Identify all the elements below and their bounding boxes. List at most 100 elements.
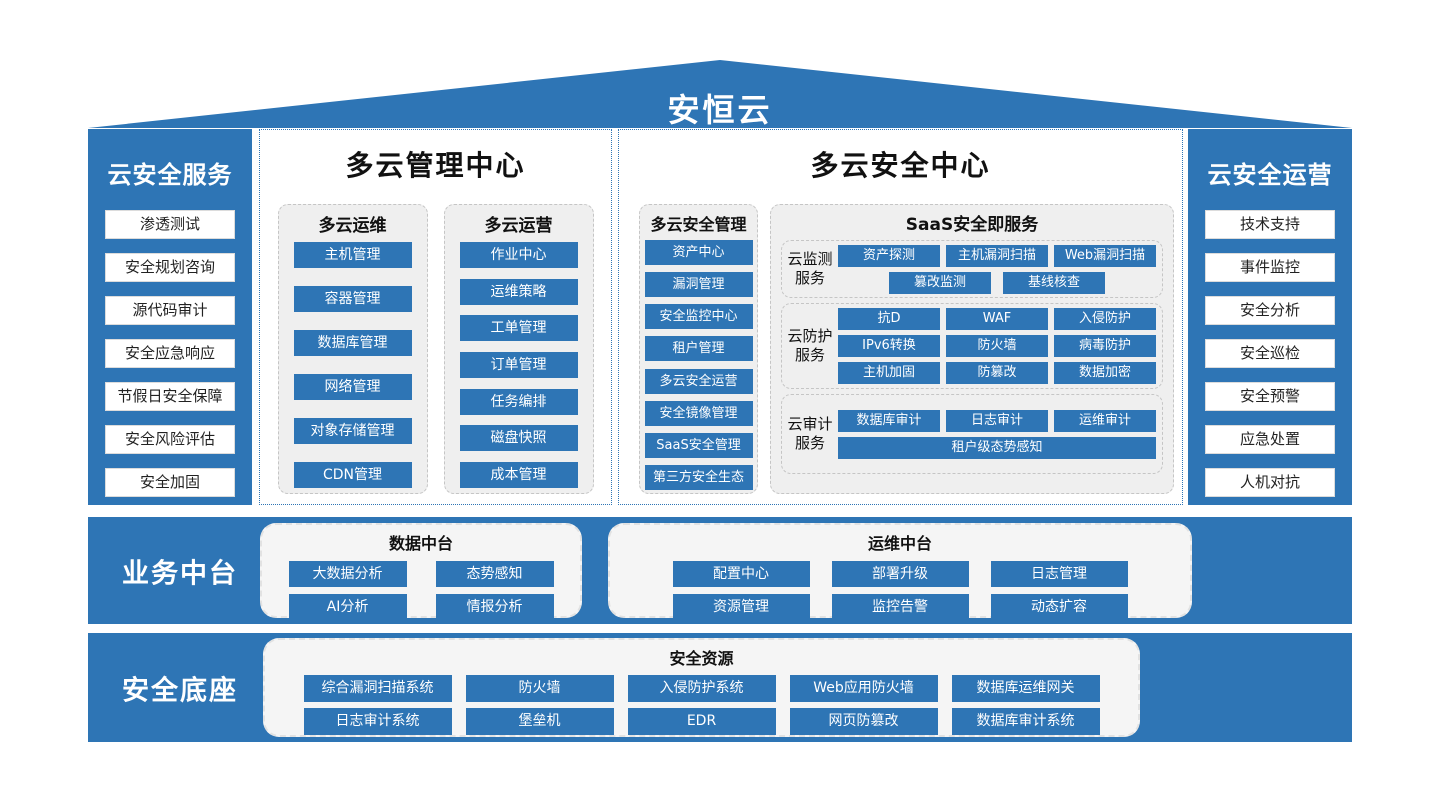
group-label-line: 云监测 (787, 249, 833, 268)
multicloud-operation-panel: 多云运营 作业中心 运维策略 工单管理 订单管理 任务编排 磁盘快照 成本管理 (443, 204, 594, 494)
service-item: 安全预警 (1205, 382, 1335, 411)
module-item: SaaS安全管理 (644, 432, 753, 458)
right-pillar-cloud-security-operation: 云安全运营 技术支持 事件监控 安全分析 安全巡检 安全预警 应急处置 人机对抗 (1188, 129, 1352, 505)
panel-title: 运维中台 (867, 534, 932, 553)
module-item: 篡改监测 (889, 271, 991, 294)
group-label: 云监测 服务 (782, 250, 838, 289)
multicloud-management-center: 多云管理中心 多云运维 主机管理 容器管理 数据库管理 网络管理 对象存储管理 … (259, 129, 612, 505)
module-item: 部署升级 (831, 561, 969, 587)
cloud-protection-group: 云防护 服务 抗D WAF 入侵防护 IPv6转换 防火墙 病毒防护 (781, 303, 1163, 389)
module-item: 主机漏洞扫描 (946, 244, 1048, 267)
module-item: 对象存储管理 (293, 418, 412, 444)
module-item: 磁盘快照 (459, 425, 578, 452)
panel-title: 数据中台 (388, 534, 453, 553)
group-label: 云审计 服务 (782, 415, 838, 454)
module-item: 运维审计 (1054, 409, 1156, 432)
module-item: WAF (946, 308, 1048, 330)
left-pillar-cloud-security-services: 云安全服务 渗透测试 安全规划咨询 源代码审计 安全应急响应 节假日安全保障 安… (88, 129, 252, 505)
multicloud-ops-panel: 多云运维 主机管理 容器管理 数据库管理 网络管理 对象存储管理 CDN管理 (277, 204, 428, 494)
module-item: 租户管理 (644, 336, 753, 362)
module-item: 成本管理 (459, 461, 578, 488)
module-item: 资产探测 (838, 244, 940, 267)
service-item: 安全风险评估 (105, 425, 235, 454)
group-label-line: 服务 (794, 346, 825, 364)
module-item: 安全镜像管理 (644, 400, 753, 426)
group-label: 云防护 服务 (782, 327, 838, 366)
management-center-title: 多云管理中心 (345, 149, 526, 182)
module-item: AI分析 (288, 594, 407, 620)
panel-title: 多云安全管理 (650, 215, 747, 234)
module-item: 网页防篡改 (789, 708, 938, 735)
module-item: 配置中心 (672, 561, 810, 587)
data-platform-panel: 数据中台 大数据分析 态势感知 AI分析 情报分析 (260, 523, 582, 620)
module-item: EDR (627, 708, 776, 735)
module-item: CDN管理 (293, 462, 412, 488)
module-item: 病毒防护 (1054, 335, 1156, 357)
module-item: 数据库运维网关 (951, 675, 1100, 702)
module-item: 日志管理 (990, 561, 1128, 587)
service-item: 安全巡检 (1205, 339, 1335, 368)
security-base-band: 安全底座 安全资源 综合漏洞扫描系统 防火墙 入侵防护系统 Web应用防火墙 数… (88, 633, 1352, 742)
group-label-line: 服务 (794, 269, 825, 287)
service-item: 安全分析 (1205, 296, 1335, 325)
module-item: 安全监控中心 (644, 304, 753, 330)
ops-platform-panel: 运维中台 配置中心 部署升级 日志管理 资源管理 监控告警 动态扩容 (608, 523, 1192, 620)
panel-title: 多云运营 (484, 216, 553, 236)
module-item: 资源管理 (672, 594, 810, 620)
group-label-line: 服务 (794, 434, 825, 452)
module-item: 主机管理 (293, 242, 412, 268)
right-pillar-title: 云安全运营 (1207, 161, 1333, 189)
module-item: 防篡改 (946, 362, 1048, 384)
module-item: IPv6转换 (838, 335, 940, 357)
module-item: 容器管理 (293, 286, 412, 312)
module-item: 网络管理 (293, 374, 412, 400)
module-item: 租户级态势感知 (838, 436, 1156, 459)
module-item: 抗D (838, 308, 940, 330)
service-item: 安全应急响应 (105, 339, 235, 368)
module-item: 监控告警 (831, 594, 969, 620)
cloud-monitoring-group: 云监测 服务 资产探测 主机漏洞扫描 Web漏洞扫描 篡改监测 基线核查 (781, 240, 1163, 298)
multicloud-security-management-panel: 多云安全管理 资产中心 漏洞管理 安全监控中心 租户管理 多云安全运营 安全镜像… (639, 204, 758, 494)
module-item: 综合漏洞扫描系统 (303, 675, 452, 702)
group-label-line: 云防护 (787, 326, 833, 345)
module-item: 数据加密 (1054, 362, 1156, 384)
module-item: 第三方安全生态 (644, 464, 753, 490)
module-item: 资产中心 (644, 240, 753, 265)
module-item: 数据库管理 (293, 330, 412, 356)
module-item: 主机加固 (838, 362, 940, 384)
band-title: 业务中台 (122, 558, 238, 589)
module-item: 多云安全运营 (644, 368, 753, 394)
security-resources-panel: 安全资源 综合漏洞扫描系统 防火墙 入侵防护系统 Web应用防火墙 数据库运维网… (263, 638, 1140, 737)
module-item: 入侵防护系统 (627, 675, 776, 702)
saas-security-panel: SaaS安全即服务 云监测 服务 资产探测 主机漏洞扫描 Web漏洞扫描 篡 (770, 204, 1174, 494)
cloud-audit-group: 云审计 服务 数据库审计 日志审计 运维审计 租户级态势感知 (781, 394, 1163, 474)
product-title: 安恒云 (667, 90, 773, 129)
module-item: 防火墙 (465, 675, 614, 702)
module-item: 大数据分析 (288, 561, 407, 587)
service-item: 安全规划咨询 (105, 253, 235, 282)
service-item: 人机对抗 (1205, 468, 1335, 497)
band-title: 安全底座 (122, 675, 238, 706)
service-item: 技术支持 (1205, 210, 1335, 239)
business-platform-band: 业务中台 数据中台 大数据分析 态势感知 AI分析 情报分析 运维中台 配置中心… (88, 517, 1352, 624)
group-label-line: 云审计 (787, 414, 833, 433)
service-item: 渗透测试 (105, 210, 235, 239)
module-item: 运维策略 (459, 278, 578, 305)
module-item: Web应用防火墙 (789, 675, 938, 702)
module-item: 动态扩容 (990, 594, 1128, 620)
security-center-title: 多云安全中心 (810, 149, 991, 182)
roof-banner: 安恒云 (88, 60, 1352, 128)
module-item: 订单管理 (459, 351, 578, 378)
multicloud-security-center: 多云安全中心 多云安全管理 资产中心 漏洞管理 安全监控中心 租户管理 多云安全… (618, 129, 1183, 505)
module-item: 基线核查 (1003, 271, 1105, 294)
module-item: 日志审计 (946, 409, 1048, 432)
module-item: 入侵防护 (1054, 308, 1156, 330)
module-item: 堡垒机 (465, 708, 614, 735)
service-item: 节假日安全保障 (105, 382, 235, 411)
module-item: Web漏洞扫描 (1054, 244, 1156, 267)
module-item: 数据库审计 (838, 409, 940, 432)
module-item: 漏洞管理 (644, 272, 753, 298)
module-item: 数据库审计系统 (951, 708, 1100, 735)
service-item: 安全加固 (105, 468, 235, 497)
